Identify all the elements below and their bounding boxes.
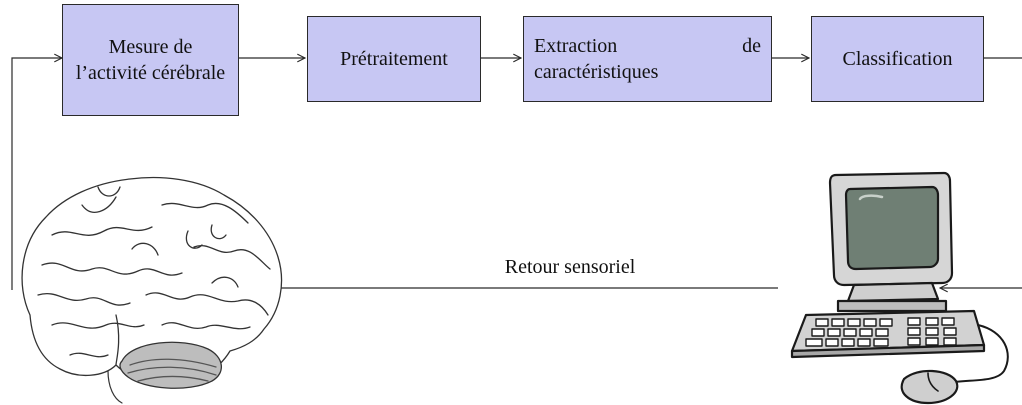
box-pretraitement: Prétraitement [307, 16, 481, 102]
box-classification-label: Classification [842, 48, 953, 70]
box-mesure-label: Mesure de l’activité cérébrale [75, 36, 226, 84]
computer-icon [790, 171, 1009, 405]
box-pretraitement-label: Prétraitement [340, 48, 448, 70]
box-mesure: Mesure de l’activité cérébrale [62, 4, 239, 116]
box-classification: Classification [811, 16, 984, 102]
box-extraction: Extraction de caractéristiques [523, 16, 772, 102]
box-extraction-label: Extraction de caractéristiques [534, 35, 761, 83]
loop-back-arrow [11, 58, 62, 290]
feedback-label: Retour sensoriel [504, 256, 636, 278]
brain-icon [21, 176, 283, 404]
